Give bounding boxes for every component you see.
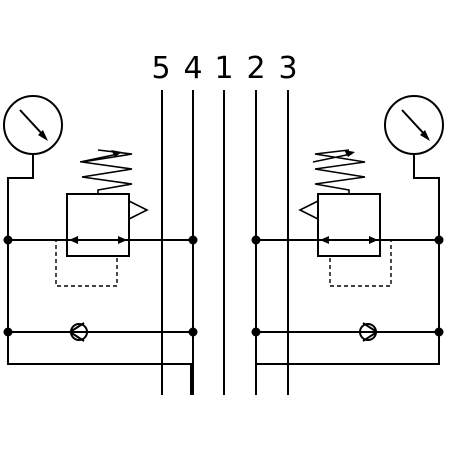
left-regulator-body <box>66 193 130 257</box>
right-gauge-icon <box>384 95 444 155</box>
left-spring-icon <box>81 149 133 194</box>
right-junction <box>434 327 444 337</box>
right-pressure-gauge <box>384 95 444 155</box>
left-junction <box>188 235 198 245</box>
left-pilot-triangle <box>128 200 149 220</box>
right-junction <box>434 235 444 245</box>
port-label-3: 3 <box>278 51 297 86</box>
right-exhaust-dashed <box>329 239 392 287</box>
right-check-valve <box>359 322 379 342</box>
port-lines <box>161 90 289 395</box>
left-exhaust-dashed <box>55 239 118 287</box>
port-label-4: 4 <box>183 51 202 86</box>
right-junction <box>251 327 261 337</box>
right-pilot-triangle <box>298 200 319 220</box>
right-junction <box>251 235 261 245</box>
right-spring-icon <box>314 149 366 194</box>
right-circuit <box>251 95 444 395</box>
left-junction <box>3 327 13 337</box>
right-pressure-regulator <box>298 149 392 287</box>
port-label-2: 2 <box>246 51 265 86</box>
port-label-1: 1 <box>214 51 233 86</box>
right-regulator-body <box>317 193 381 257</box>
left-pressure-regulator <box>55 149 149 287</box>
left-pressure-gauge <box>3 95 63 155</box>
port-label-5: 5 <box>151 51 170 86</box>
left-check-valve <box>68 322 88 342</box>
left-circuit <box>3 95 198 395</box>
left-junction <box>188 327 198 337</box>
left-junction <box>3 235 13 245</box>
